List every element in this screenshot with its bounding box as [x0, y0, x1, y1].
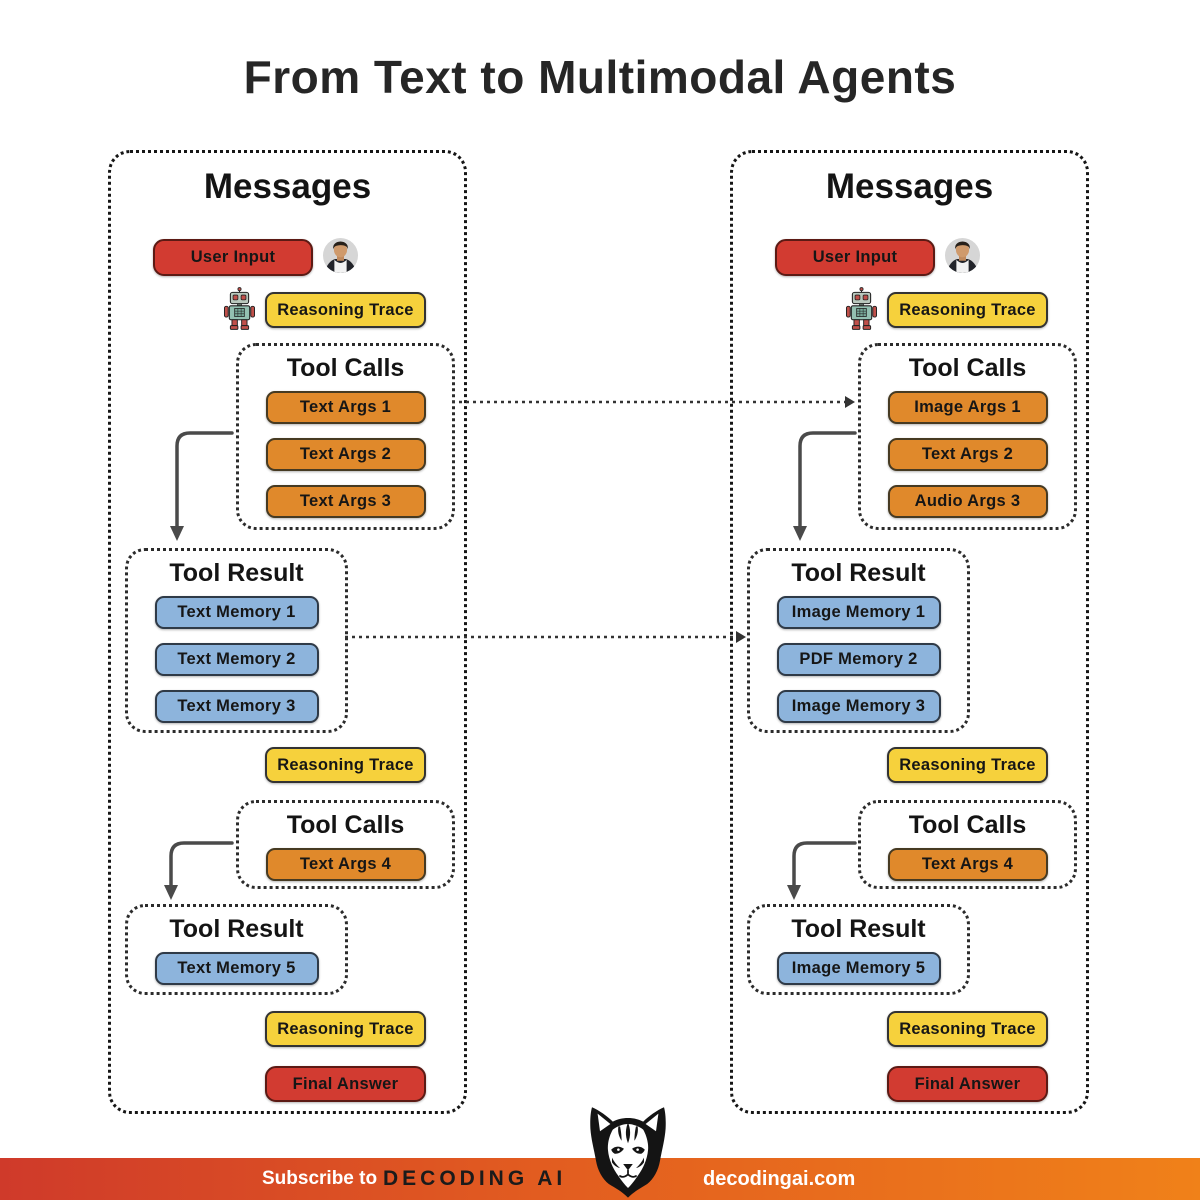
tool-call-arg-chip: Text Args 3 [265, 485, 426, 518]
tool-memory-chip: Text Memory 3 [154, 690, 319, 723]
tool-memory-chip: PDF Memory 2 [776, 643, 941, 676]
tool-result-title: Tool Result [791, 559, 926, 587]
tool-call-arg-chip: Text Args 2 [887, 438, 1048, 471]
tool-result-group-2: Tool Result Text Memory 5 [125, 904, 348, 995]
tool-call-arg-chip: Text Args 1 [265, 391, 426, 424]
tool-calls-title: Tool Calls [286, 354, 405, 382]
messages-panel-text: Messages User Input [108, 150, 467, 1114]
reasoning-trace-chip: Reasoning Trace [265, 1011, 426, 1047]
tool-memory-chip: Image Memory 3 [776, 690, 941, 723]
user-avatar [323, 238, 358, 273]
tool-memory-chip: Image Memory 5 [776, 952, 941, 985]
messages-panel-multimodal: Messages User Input [730, 150, 1089, 1114]
final-answer-chip: Final Answer [887, 1066, 1048, 1102]
tool-call-arg-chip: Text Args 4 [887, 848, 1048, 881]
tool-calls-group-1: Tool Calls Text Args 1 Text Args 2 Text … [236, 343, 455, 530]
subscribe-label: Subscribe to [262, 1168, 378, 1189]
tool-calls-title: Tool Calls [908, 354, 1027, 382]
tool-memory-chip: Image Memory 1 [776, 596, 941, 629]
tool-calls-title: Tool Calls [908, 811, 1027, 839]
tool-memory-chip: Text Memory 1 [154, 596, 319, 629]
tool-memory-chip: Text Memory 5 [154, 952, 319, 985]
brand-wordmark: DECODING AI [383, 1167, 567, 1190]
reasoning-trace-chip: Reasoning Trace [887, 1011, 1048, 1047]
tool-calls-group-2: Tool Calls Text Args 4 [858, 800, 1077, 889]
reasoning-trace-chip: Reasoning Trace [265, 292, 426, 328]
tool-result-title: Tool Result [169, 915, 304, 943]
tool-calls-group-2: Tool Calls Text Args 4 [236, 800, 455, 889]
robot-icon [223, 287, 256, 331]
reasoning-trace-chip: Reasoning Trace [887, 292, 1048, 328]
tool-result-group-2: Tool Result Image Memory 5 [747, 904, 970, 995]
user-input-chip: User Input [153, 239, 313, 276]
tool-result-title: Tool Result [169, 559, 304, 587]
tool-result-title: Tool Result [791, 915, 926, 943]
user-input-chip: User Input [775, 239, 935, 276]
tool-call-arg-chip: Text Args 2 [265, 438, 426, 471]
decoding-ai-cat-logo-icon [588, 1104, 668, 1200]
tool-call-arg-chip: Audio Args 3 [887, 485, 1048, 518]
final-answer-chip: Final Answer [265, 1066, 426, 1102]
tool-calls-group-1: Tool Calls Image Args 1 Text Args 2 Audi… [858, 343, 1077, 530]
panel-heading: Messages [203, 167, 372, 206]
tool-calls-title: Tool Calls [286, 811, 405, 839]
tool-result-group-1: Tool Result Text Memory 1 Text Memory 2 … [125, 548, 348, 733]
robot-icon [845, 287, 878, 331]
tool-memory-chip: Text Memory 2 [154, 643, 319, 676]
tool-call-arg-chip: Image Args 1 [887, 391, 1048, 424]
tool-call-arg-chip: Text Args 4 [265, 848, 426, 881]
reasoning-trace-chip: Reasoning Trace [887, 747, 1048, 783]
reasoning-trace-chip: Reasoning Trace [265, 747, 426, 783]
website-url: decodingai.com [703, 1167, 856, 1190]
user-avatar [945, 238, 980, 273]
tool-result-group-1: Tool Result Image Memory 1 PDF Memory 2 … [747, 548, 970, 733]
page-title: From Text to Multimodal Agents [243, 51, 957, 103]
panel-heading: Messages [825, 167, 994, 206]
